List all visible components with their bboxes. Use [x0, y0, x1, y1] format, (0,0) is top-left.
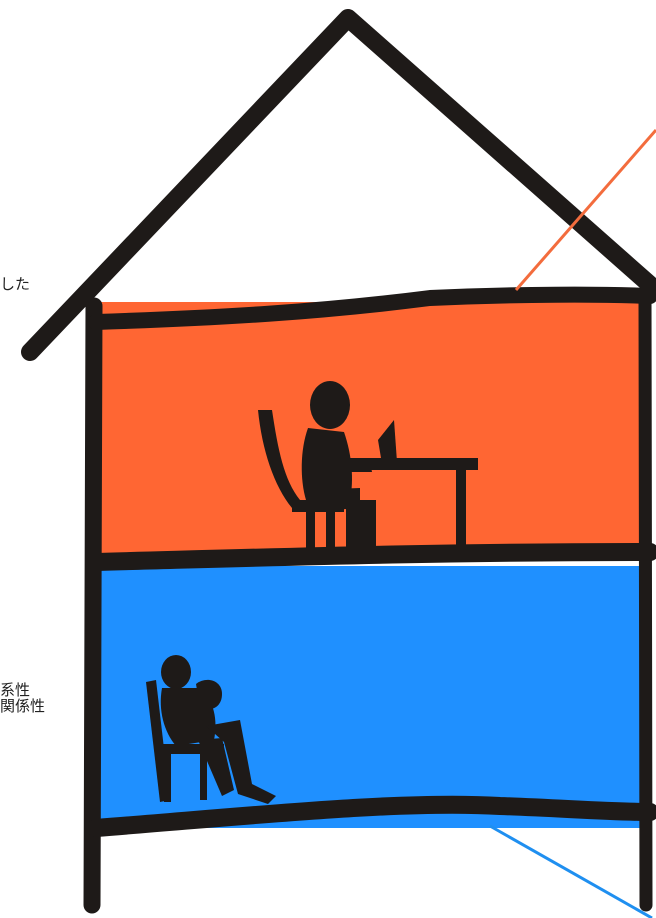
cropped-text-fragment-top: した — [0, 276, 30, 292]
cropped-text-fragment-mid-1: 系性 — [0, 682, 45, 698]
lower-connector-line — [490, 826, 652, 918]
cropped-text-fragment-mid-2: 関係性 — [0, 698, 45, 714]
cropped-text-fragment-mid: 系性 関係性 — [0, 682, 45, 714]
